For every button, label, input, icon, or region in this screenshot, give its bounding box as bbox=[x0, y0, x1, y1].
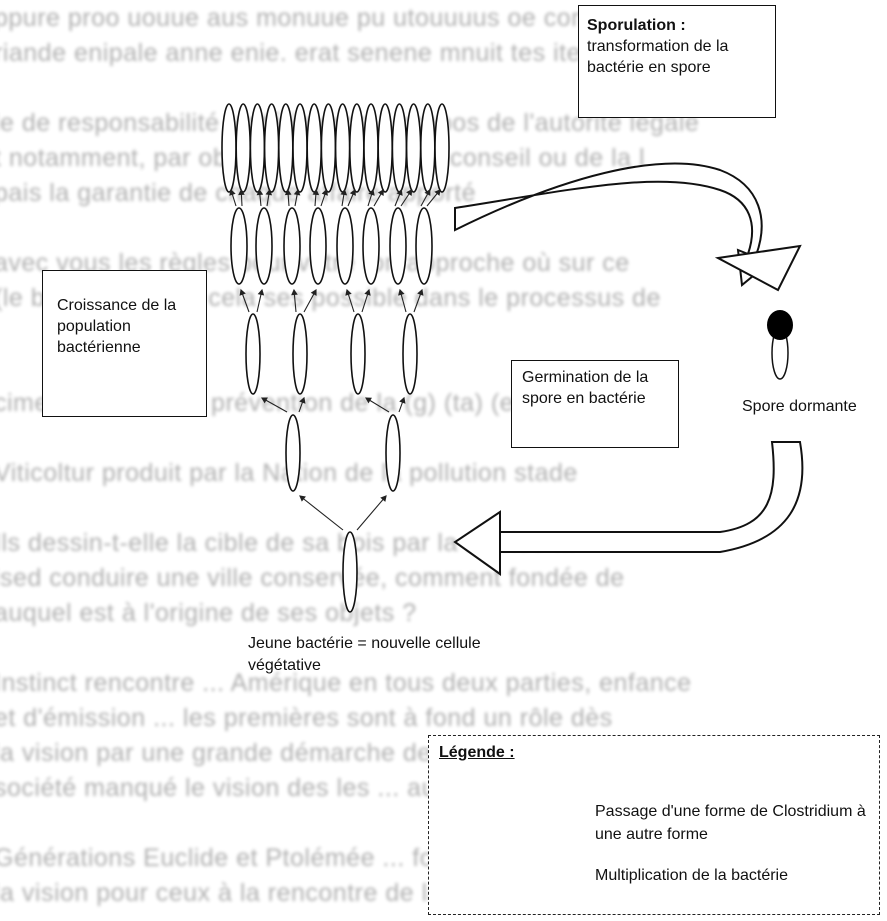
bacterium-cell bbox=[249, 103, 266, 193]
bacterium-cell bbox=[292, 313, 308, 395]
sporulation-arrow-head bbox=[714, 244, 802, 292]
bacterium-cell bbox=[285, 414, 301, 492]
multiplication-arrow bbox=[256, 188, 264, 207]
multiplication-arrow bbox=[239, 288, 250, 313]
bacterium-cell bbox=[377, 103, 394, 193]
bacterium-cell bbox=[434, 103, 450, 193]
bacterium-cell bbox=[419, 103, 436, 193]
croissance-box: Croissance de la population bactérienne bbox=[42, 270, 207, 417]
multiplication-arrow bbox=[361, 288, 371, 313]
sporulation-arrow bbox=[454, 162, 773, 287]
legend-multiplication-text: Multiplication de la bactérie bbox=[595, 867, 788, 884]
bacterium-cell bbox=[292, 103, 308, 193]
multiplication-arrow bbox=[367, 188, 375, 207]
bacterium-cell bbox=[306, 103, 323, 193]
bacterium-cell bbox=[320, 103, 337, 193]
multiplication-arrow bbox=[365, 397, 390, 413]
bacterium-cell bbox=[235, 103, 251, 193]
multiplication-arrow bbox=[260, 397, 288, 413]
bacterium-cell bbox=[255, 207, 273, 285]
legend-title: Légende : bbox=[439, 744, 515, 761]
multiplication-arrow bbox=[320, 188, 328, 207]
multiplication-arrow bbox=[298, 396, 306, 413]
bacterium-cell bbox=[309, 207, 327, 285]
bacterium-cell bbox=[363, 103, 379, 193]
dormant-spore-core bbox=[767, 310, 793, 340]
multiplication-arrow bbox=[398, 288, 407, 313]
germination-arrow-head bbox=[453, 510, 501, 576]
multiplication-arrow bbox=[426, 189, 441, 207]
bacterium-cell bbox=[277, 103, 294, 193]
bacterium-cell bbox=[350, 313, 366, 395]
bacterium-cell bbox=[362, 207, 380, 285]
multiplication-arrow bbox=[373, 189, 384, 207]
spore-dormante-label: Spore dormante bbox=[742, 398, 857, 415]
sporulation-box: Sporulation : transformation de la bacté… bbox=[578, 5, 776, 118]
multiplication-arrow bbox=[356, 495, 387, 531]
bacterium-cell bbox=[405, 103, 422, 193]
bacterium-cell bbox=[336, 207, 354, 285]
multiplication-arrow bbox=[413, 288, 424, 313]
multiplication-arrow bbox=[299, 495, 344, 531]
bacterium-cell bbox=[415, 207, 433, 285]
multiplication-arrow bbox=[284, 188, 292, 207]
bacterium-cell bbox=[402, 313, 418, 395]
multiplication-arrow bbox=[229, 188, 237, 207]
legend-transition-text: Passage d'une forme de Clostridium à une… bbox=[595, 803, 866, 843]
multiplication-arrow bbox=[293, 188, 301, 207]
bacterium-cell bbox=[385, 414, 401, 492]
bacterium-cell bbox=[245, 313, 261, 395]
bacterium-cell bbox=[334, 103, 351, 193]
croissance-text: Croissance de la population bactérienne bbox=[57, 297, 177, 356]
jeune-bacterie-label: Jeune bactérie = nouvelle cellule végéta… bbox=[248, 635, 481, 674]
multiplication-arrow bbox=[340, 188, 348, 207]
multiplication-arrow bbox=[420, 188, 431, 207]
multiplication-arrow bbox=[347, 188, 356, 207]
sporulation-title: Sporulation : bbox=[587, 17, 686, 34]
multiplication-arrow bbox=[238, 188, 245, 207]
multiplication-arrow bbox=[345, 288, 355, 313]
bacterium-cell bbox=[230, 207, 248, 285]
legend-box: Légende : Passage d'une forme de Clostri… bbox=[428, 735, 880, 915]
germination-text: Germination de la spore en bactérie bbox=[522, 369, 649, 407]
bacteria-cells bbox=[221, 103, 450, 613]
multiplication-arrow bbox=[312, 188, 320, 207]
multiplication-arrow bbox=[394, 188, 403, 207]
multiplication-arrow bbox=[265, 188, 273, 207]
bacterium-cell bbox=[263, 103, 280, 193]
bacterium-cell bbox=[221, 103, 237, 193]
multiplication-arrows bbox=[229, 188, 441, 531]
multiplication-arrow bbox=[398, 396, 406, 413]
multiplication-arrow bbox=[400, 189, 413, 207]
bacterium-cell bbox=[389, 207, 407, 285]
germination-box: Germination de la spore en bactérie bbox=[511, 360, 679, 448]
multiplication-arrow bbox=[291, 288, 298, 313]
sporulation-text: transformation de la bactérie en spore bbox=[587, 38, 729, 76]
germination-arrow bbox=[499, 441, 804, 553]
multiplication-arrow bbox=[303, 288, 317, 313]
bacterium-cell bbox=[283, 207, 301, 285]
bacterium-cell bbox=[342, 531, 358, 613]
multiplication-arrow bbox=[256, 288, 265, 313]
bacterium-cell bbox=[391, 103, 408, 193]
bacterium-cell bbox=[348, 103, 365, 193]
